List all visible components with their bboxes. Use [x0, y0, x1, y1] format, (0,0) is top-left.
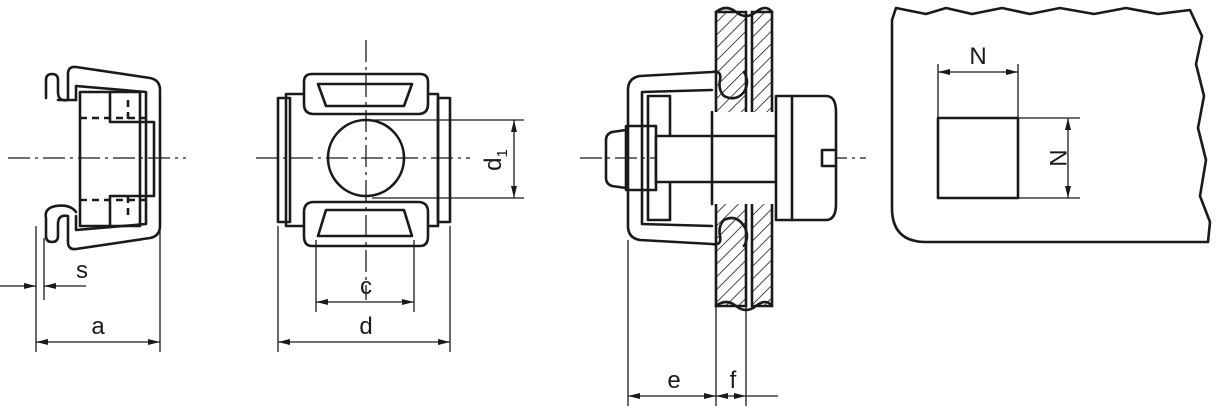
front-view: d1 c d — [256, 40, 524, 352]
dim-n-side-label: N — [1044, 149, 1071, 166]
cage-inner-outline — [74, 84, 148, 232]
dim-a-label: a — [91, 313, 105, 340]
dim-f-label: f — [730, 367, 737, 394]
dim-n-top-label: N — [969, 43, 986, 70]
front-top-clip-inner — [316, 82, 414, 108]
dim-d-label: d — [359, 313, 372, 340]
screw-tip — [604, 128, 628, 190]
mounted-cage-outline — [626, 70, 749, 248]
screw-head — [774, 94, 838, 222]
cage-outline — [44, 65, 162, 251]
panel-outline — [890, 6, 1212, 244]
front-side-tab-left — [276, 96, 292, 224]
dim-e-label: e — [667, 367, 680, 394]
mounted-cage-inner — [640, 88, 714, 228]
front-side-tab-right — [436, 96, 452, 224]
dim-d1-subscript: 1 — [494, 149, 511, 157]
panel-break-top — [714, 6, 774, 18]
mounted-section-view: e f — [580, 6, 866, 406]
dim-s-label: s — [76, 257, 88, 284]
dim-d1-main: d — [480, 157, 507, 170]
side-view: s a — [0, 65, 186, 352]
panel-cutout-view: N N — [890, 6, 1212, 244]
square-hole — [936, 116, 1020, 200]
front-bottom-clip-inner — [316, 208, 414, 238]
screw-shank — [654, 134, 778, 184]
screw-slot — [820, 148, 838, 168]
mounted-cage-top-hook — [722, 70, 749, 100]
dim-d1-label: d1 — [480, 149, 511, 171]
dim-c-label: c — [360, 273, 372, 300]
nut-thread-block — [108, 90, 156, 228]
